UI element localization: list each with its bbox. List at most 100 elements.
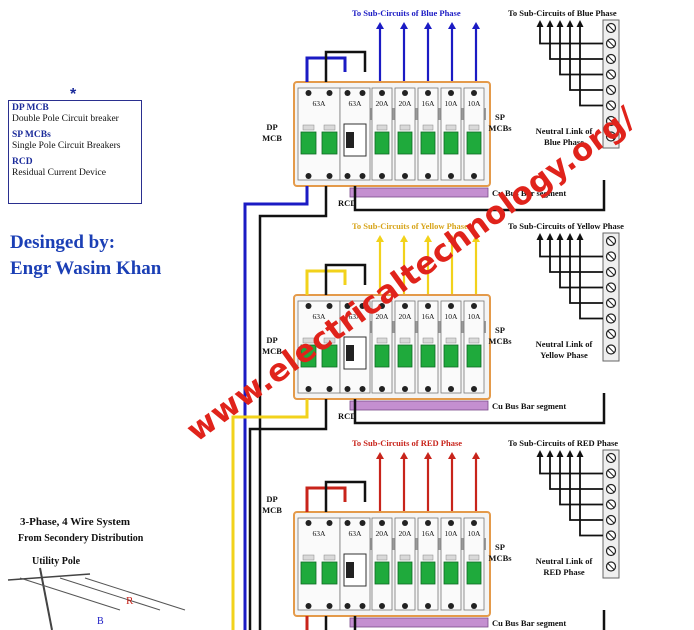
terminal-top — [471, 520, 477, 526]
terminal-bottom — [471, 386, 477, 392]
terminal-bottom — [359, 603, 366, 609]
phase-supply-wire — [219, 616, 309, 630]
neutral-supply-wire — [258, 186, 328, 630]
breaker-rating: 10A — [468, 99, 482, 108]
overhead-line — [59, 577, 161, 611]
rcd-toggle — [346, 345, 354, 361]
neutral-arrow-head — [566, 450, 574, 457]
neutral-link-wire — [353, 393, 606, 425]
arrow-head — [472, 22, 480, 29]
terminal-top — [425, 520, 431, 526]
breaker-rating: 20A — [399, 312, 413, 321]
terminal-bottom — [326, 173, 333, 179]
neutral-branch-wire — [579, 26, 603, 107]
rcd-label: RCD — [338, 198, 356, 208]
panel-red: To Sub-Circuits of RED Phase To Sub-Circu… — [219, 438, 620, 630]
breaker-toggle — [374, 131, 390, 155]
neutral-input-loop — [324, 50, 367, 82]
breaker-rating: 10A — [445, 99, 459, 108]
breaker-window — [302, 337, 315, 344]
rcd-label: RCD — [338, 628, 356, 630]
cu-bus-bar — [349, 187, 489, 198]
neutral-arrow-head — [556, 20, 564, 27]
breaker-rating: 20A — [376, 312, 390, 321]
neutral-branch-wire — [569, 26, 603, 91]
neutral-branch-wire — [539, 456, 603, 475]
legend-abbr-sp: SP MCBs — [12, 130, 51, 140]
terminal-bottom — [425, 603, 431, 609]
arrow-head — [376, 235, 384, 242]
legend-star: * — [70, 86, 77, 103]
terminal-bottom — [448, 603, 454, 609]
breaker-rating: 16A — [422, 312, 436, 321]
arrow-head — [424, 235, 432, 242]
breaker-toggle — [397, 561, 413, 585]
screw-slot — [607, 485, 615, 493]
screw-slot — [607, 532, 615, 539]
phase-supply-wire — [231, 399, 309, 630]
neutral-arrow-head — [536, 450, 544, 457]
terminal-bottom — [305, 603, 312, 609]
neutral-sub-circuits-title: To Sub-Circuits of RED Phase — [508, 438, 618, 448]
breaker-rating: 63A — [313, 529, 327, 538]
terminal-bottom — [448, 173, 454, 179]
breaker-toggle — [321, 131, 338, 155]
breaker-window — [399, 337, 411, 344]
breaker-window — [422, 124, 434, 131]
sub-circuits-title: To Sub-Circuits of RED Phase — [352, 438, 462, 448]
neutral-link-strip — [602, 232, 620, 362]
breaker-rating: 10A — [445, 312, 459, 321]
screw-slot — [607, 315, 615, 322]
breaker-rating: 20A — [399, 529, 413, 538]
breaker-rating: 20A — [399, 99, 413, 108]
terminal-top — [379, 520, 385, 526]
breaker-toggle — [443, 561, 459, 585]
terminal-top — [305, 90, 312, 96]
designer-name: Engr Wasim Khan — [10, 258, 162, 279]
neutral-supply-wire — [248, 399, 328, 630]
breaker-toggle — [397, 344, 413, 368]
terminal-bottom — [402, 173, 408, 179]
terminal-top — [305, 303, 312, 309]
breaker-window — [422, 337, 434, 344]
breaker-toggle — [466, 561, 482, 585]
screw-slot — [607, 501, 615, 508]
breaker-window — [323, 554, 336, 561]
breaker-window — [302, 124, 315, 131]
neutral-branch-wire — [539, 239, 603, 258]
neutral-arrow-head — [576, 20, 584, 27]
terminal-top — [425, 303, 431, 309]
terminal-top — [326, 303, 333, 309]
phase-b-label: B — [97, 616, 104, 627]
neutral-arrow-head — [576, 450, 584, 457]
screw-slot — [607, 133, 615, 140]
neutral-input-loop — [324, 480, 367, 512]
neutral-arrow-head — [536, 233, 544, 240]
neutral-branch-wire — [559, 26, 603, 76]
screw-slot — [607, 237, 615, 245]
breaker-toggle — [321, 561, 338, 585]
breaker-rating: 10A — [468, 529, 482, 538]
breaker-window — [399, 124, 411, 131]
breaker-rating: 63A — [313, 99, 327, 108]
arrow-head — [448, 452, 456, 459]
neutral-branch-wire — [569, 456, 603, 521]
bus-bar-label: Cu Bus Bar segment — [492, 401, 566, 411]
system-title: 3-Phase, 4 Wire System — [20, 516, 130, 528]
terminal-top — [344, 90, 351, 96]
neutral-arrow-head — [546, 20, 554, 27]
arrow-head — [472, 452, 480, 459]
breaker-rating: 16A — [422, 99, 436, 108]
breaker-window — [323, 337, 336, 344]
neutral-supply-wire — [238, 616, 328, 630]
breaker-toggle — [374, 561, 390, 585]
breaker-toggle — [466, 344, 482, 368]
breaker-rating: 63A — [349, 529, 363, 538]
neutral-branch-wire — [549, 239, 603, 273]
terminal-bottom — [344, 386, 351, 392]
screw-slot — [607, 330, 615, 338]
breaker-rating: 10A — [468, 312, 482, 321]
